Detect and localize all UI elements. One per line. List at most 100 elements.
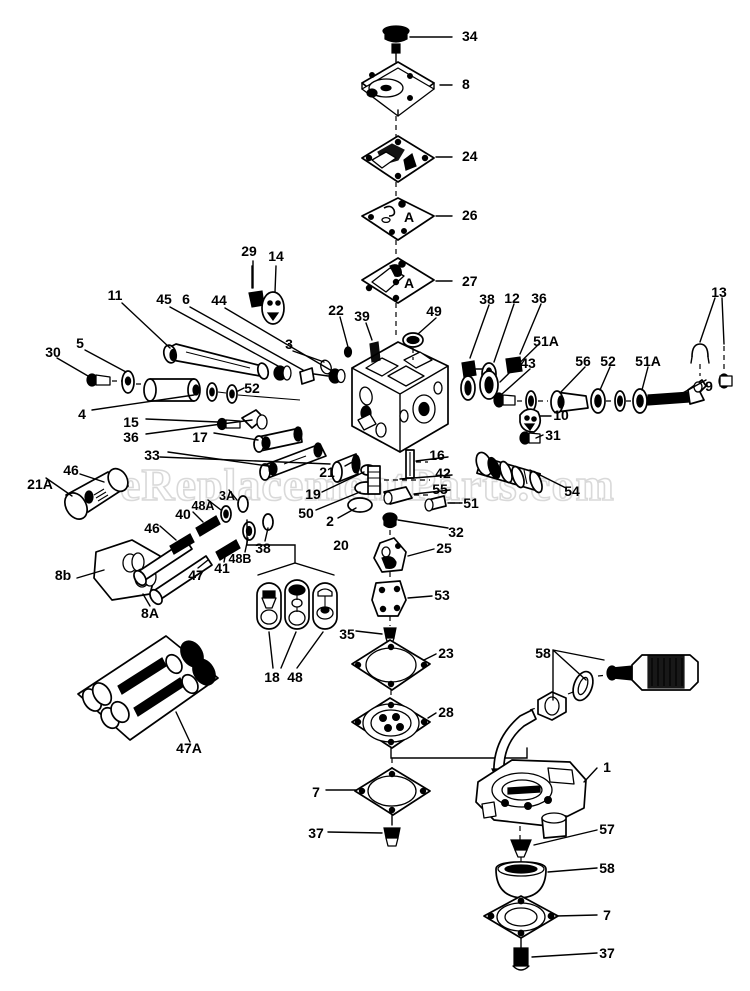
leader-lines xyxy=(45,36,725,958)
callout-45: 45 xyxy=(156,291,172,307)
part-40-pin xyxy=(195,515,221,537)
callout-44: 44 xyxy=(211,292,227,308)
callout-40: 40 xyxy=(175,506,191,522)
callout-50: 50 xyxy=(298,505,314,521)
part-7-gasket-left xyxy=(354,758,431,826)
part-18-capsule-1 xyxy=(256,582,282,630)
callout-16: 16 xyxy=(429,447,445,463)
part-15-nozzle xyxy=(241,409,268,430)
callout-46b: 46 xyxy=(144,520,160,536)
callout-29: 29 xyxy=(241,243,257,259)
callout-54: 54 xyxy=(564,483,580,499)
callout-39: 39 xyxy=(354,308,370,324)
callout-32: 32 xyxy=(448,524,464,540)
callout-41: 41 xyxy=(214,560,230,576)
part-6-bushing xyxy=(299,367,329,385)
callout-33: 33 xyxy=(144,447,160,463)
part-26-diaphragm: A xyxy=(361,197,435,258)
part-17-tube xyxy=(253,426,303,453)
callout-55: 55 xyxy=(432,481,448,497)
part-37-screw-bottom xyxy=(512,947,530,971)
callout-23: 23 xyxy=(438,645,454,661)
part-58-fuel-filter xyxy=(597,654,699,691)
part-22-pin xyxy=(343,346,353,358)
callout-20: 20 xyxy=(333,537,349,553)
callout-51: 51 xyxy=(463,495,479,511)
callout-48A: 48A xyxy=(192,499,215,513)
callout-21: 21 xyxy=(319,464,335,480)
part-27-mark: A xyxy=(404,275,414,291)
callout-42: 42 xyxy=(435,465,451,481)
part-7-gasket-bottom xyxy=(483,895,559,951)
callout-31: 31 xyxy=(545,427,561,443)
part-48-capsule-3 xyxy=(312,582,338,630)
callout-19: 19 xyxy=(305,486,321,502)
part-46-screw xyxy=(169,533,195,555)
part-3A-ring xyxy=(237,495,249,513)
part-52-washers xyxy=(206,382,301,404)
part-58-washer xyxy=(567,670,594,702)
part-group-lower-stack xyxy=(351,512,528,759)
callout-2: 2 xyxy=(326,513,334,529)
part-51A-bushing-b xyxy=(632,388,648,414)
part-main-carburetor-body xyxy=(351,341,449,453)
part-44-lever xyxy=(328,368,346,384)
part-39-rollpin xyxy=(369,341,381,363)
part-58-fuel-line xyxy=(493,709,537,776)
callout-labels: 34 8 24 26 27 29 14 11 45 6 44 22 39 49 … xyxy=(27,28,727,961)
callout-7b: 7 xyxy=(603,907,611,923)
callout-28: 28 xyxy=(438,704,454,720)
callout-38a: 38 xyxy=(479,291,495,307)
callout-26: 26 xyxy=(462,207,478,223)
callout-30: 30 xyxy=(45,344,61,360)
part-41-pin xyxy=(215,539,241,561)
part-42-spring xyxy=(367,465,430,495)
callout-52-a: 52 xyxy=(244,380,260,396)
part-5-washer xyxy=(121,370,146,394)
part-54-assembly xyxy=(475,451,543,494)
part-group-right xyxy=(367,343,733,512)
callout-37a: 37 xyxy=(308,825,324,841)
callout-9: 9 xyxy=(705,378,713,394)
part-11-shaft xyxy=(162,343,270,380)
part-13-clip xyxy=(690,343,710,376)
detail-leader-20 xyxy=(246,519,296,564)
assembly-bracket xyxy=(390,747,528,759)
part-57-screw xyxy=(510,839,532,868)
callout-48B: 48B xyxy=(229,552,252,566)
callout-8b: 8b xyxy=(55,567,71,583)
part-47-rods xyxy=(133,539,213,606)
callout-46a: 46 xyxy=(63,462,79,478)
callout-35: 35 xyxy=(339,626,355,642)
part-53-plate xyxy=(371,580,407,626)
part-45-spacer xyxy=(273,365,292,381)
part-27-diaphragm: A xyxy=(361,257,435,338)
part-38-screw-a xyxy=(461,360,485,378)
part-32-screw xyxy=(382,512,398,540)
callout-3: 3 xyxy=(285,336,293,352)
detail-bracket-top xyxy=(257,562,335,576)
callout-52-b: 52 xyxy=(600,353,616,369)
part-28-diaphragm xyxy=(351,697,528,759)
part-37-screw-left xyxy=(383,827,401,847)
part-group-top-stack: A A xyxy=(361,25,435,338)
part-group-left-shafts xyxy=(86,265,424,513)
part-58-primer-bulb xyxy=(495,861,547,908)
callout-24: 24 xyxy=(462,148,478,164)
callout-6: 6 xyxy=(182,291,190,307)
part-34-screw xyxy=(382,25,410,63)
part-group-bottom-left xyxy=(354,758,431,847)
part-29-plug xyxy=(248,265,265,308)
callout-51A-b: 51A xyxy=(635,353,661,369)
part-48A-bore xyxy=(223,509,229,519)
callout-57: 57 xyxy=(599,821,615,837)
part-8-cover-plate xyxy=(361,61,435,137)
callout-25: 25 xyxy=(436,540,452,556)
callout-3A: 3A xyxy=(219,489,235,503)
part-14-disc xyxy=(261,291,285,325)
part-1-carb-body xyxy=(475,759,587,840)
part-30-screw xyxy=(86,373,124,387)
callout-47A: 47A xyxy=(176,740,202,756)
part-52-washer-b xyxy=(590,388,634,414)
